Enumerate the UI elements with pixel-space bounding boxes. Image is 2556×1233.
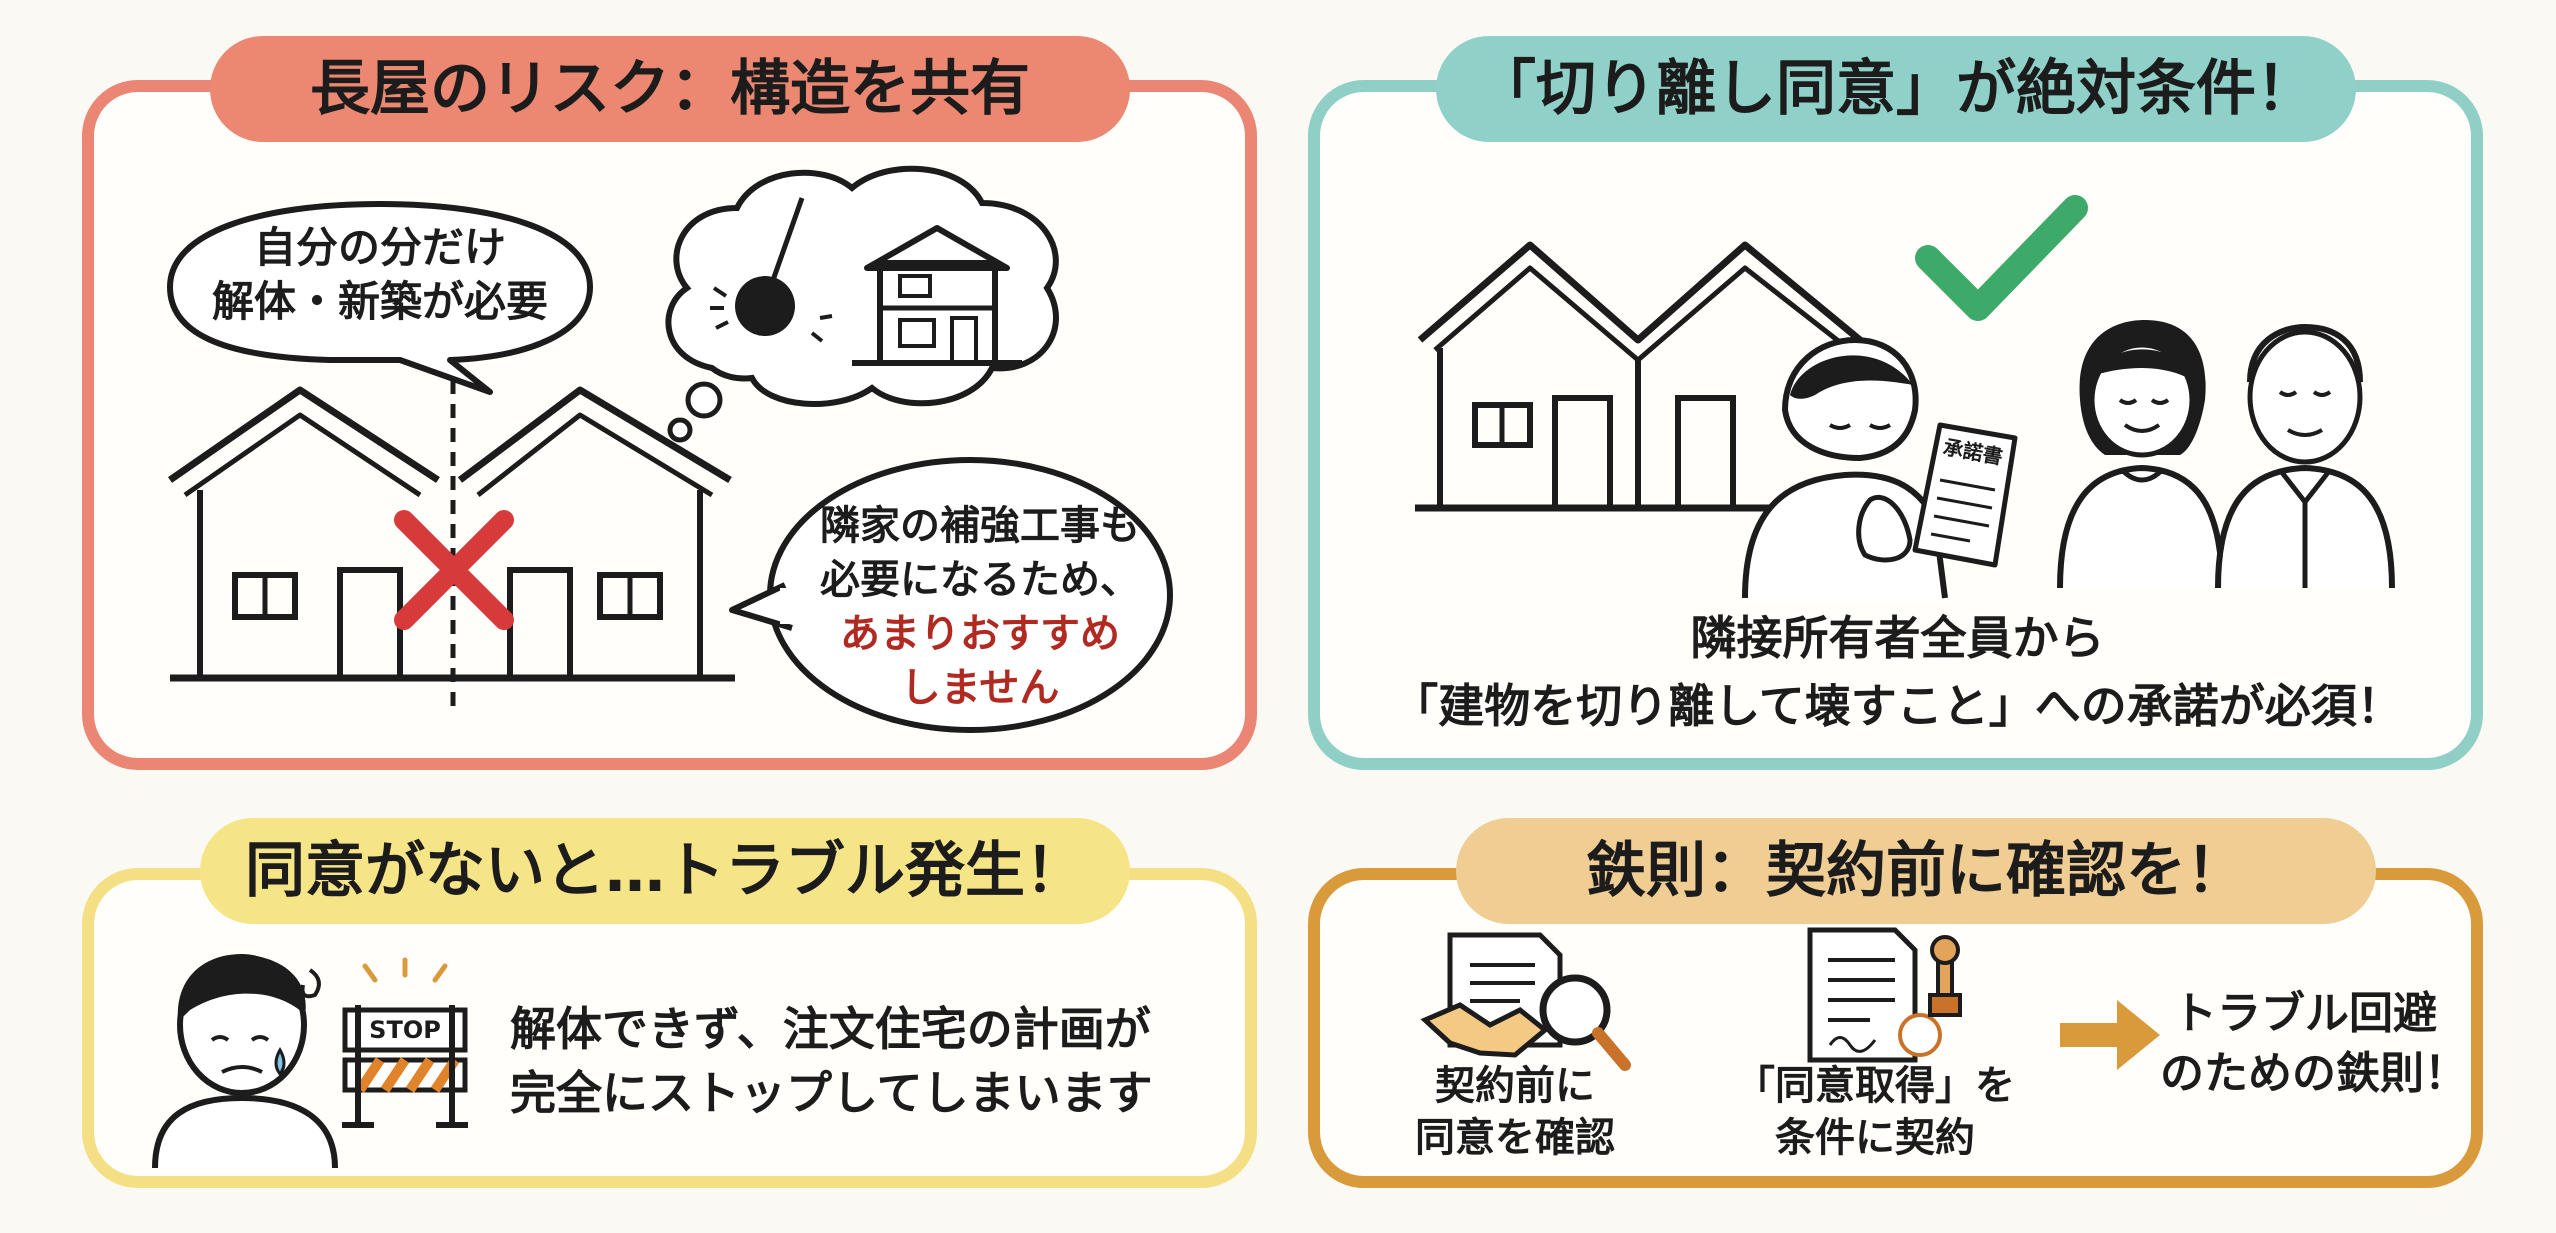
handshake-search-icon: [1420, 932, 1631, 1071]
woman-icon: [2057, 320, 2225, 589]
risk-title: 長屋のリスク：構造を共有: [210, 36, 1130, 142]
step2-line2: 条件に契約: [1775, 1115, 1975, 1161]
result-line1: トラブル回避: [2173, 988, 2437, 1039]
result-line2: のための鉄則！: [2160, 1048, 2468, 1099]
step1-line2: 同意を確認: [1415, 1115, 1615, 1161]
note-warning-line4: しません: [900, 665, 1060, 711]
bubble-text-line2: 解体・新築が必要: [211, 277, 548, 326]
stamp-document-icon: [1807, 927, 1962, 1063]
consent-title: 「切り離し同意」が絶対条件！: [1436, 36, 2356, 142]
step1-line1: 契約前に: [1435, 1063, 1595, 1109]
connected-houses-icon: [1415, 241, 1863, 512]
stop-barricade-icon: [342, 957, 468, 1128]
thought-bubble-icon: [665, 165, 1059, 443]
praying-person-icon: [1742, 336, 1948, 599]
consent-document-icon: [1912, 422, 2018, 568]
stop-sign-label: STOP: [369, 1016, 441, 1044]
step2-line1: 「同意取得」を: [1735, 1063, 2015, 1109]
bubble-text-line1: 自分の分だけ: [253, 223, 506, 272]
note-line1: 隣家の補強工事も: [820, 503, 1140, 549]
trouble-text-line2: 完全にストップしてしまいます: [510, 1066, 1153, 1120]
elderly-man-icon: [2215, 323, 2395, 589]
note-line2: 必要になるため、: [820, 557, 1140, 603]
rule-title: 鉄則：契約前に確認を！: [1456, 818, 2376, 924]
consent-text-line2: 「建物を切り離して壊すこと」への承諾が必須！: [1392, 679, 2403, 733]
arrow-right-icon: [2060, 1000, 2160, 1070]
cross-icon: [394, 510, 514, 630]
speech-bubble-icon: [167, 201, 593, 395]
check-icon: [1915, 195, 2088, 321]
consent-text-line1: 隣接所有者全員から: [1690, 611, 2105, 665]
note-bubble-icon: [729, 457, 1173, 733]
trouble-text-line1: 解体できず、注文住宅の計画が: [510, 1002, 1151, 1056]
worried-person-icon: [152, 954, 338, 1169]
trouble-title: 同意がないと…トラブル発生！: [200, 818, 1130, 924]
note-warning-line3: あまりおすすめ: [840, 611, 1120, 657]
